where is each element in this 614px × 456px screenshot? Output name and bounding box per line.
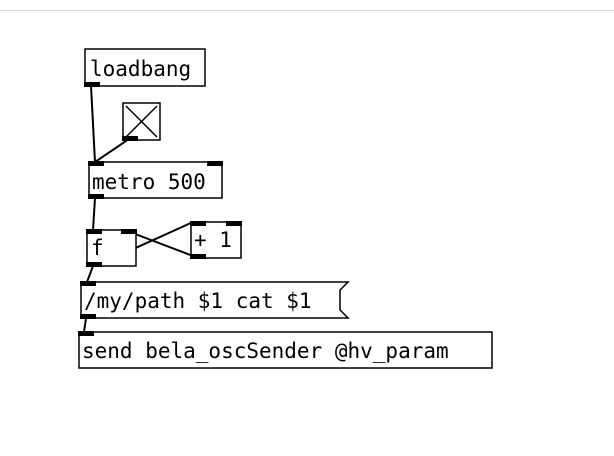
loadbang-object[interactable]: loadbang bbox=[84, 48, 206, 87]
outlet[interactable] bbox=[88, 194, 104, 199]
inlet[interactable] bbox=[88, 161, 104, 166]
metro-object[interactable]: metro 500 bbox=[88, 161, 223, 199]
outlet[interactable] bbox=[84, 82, 100, 87]
outlet[interactable] bbox=[86, 262, 102, 267]
send-object[interactable]: send bela_oscSender @hv_param bbox=[78, 331, 493, 369]
inlet[interactable] bbox=[190, 221, 206, 226]
inlet[interactable] bbox=[121, 229, 137, 234]
connection-metro-float[interactable] bbox=[92, 197, 96, 231]
plus-label: + 1 bbox=[194, 228, 232, 252]
outlet[interactable] bbox=[190, 254, 206, 259]
path-message-label: /my/path $1 cat $1 bbox=[84, 289, 312, 313]
float-label: f bbox=[91, 236, 104, 260]
toggle[interactable] bbox=[122, 102, 161, 141]
connection-loadbang-metro[interactable] bbox=[90, 85, 96, 163]
path-message-box[interactable]: /my/path $1 cat $1 bbox=[80, 281, 350, 319]
outlet[interactable] bbox=[122, 136, 138, 141]
metro-label: metro 500 bbox=[92, 170, 206, 194]
inlet[interactable] bbox=[78, 331, 94, 336]
send-label: send bela_oscSender @hv_param bbox=[82, 339, 449, 363]
connection-message-send[interactable] bbox=[83, 317, 87, 333]
connection-float-message[interactable] bbox=[86, 265, 94, 283]
inlet[interactable] bbox=[80, 281, 96, 286]
float-object[interactable]: f bbox=[86, 229, 137, 267]
connection-float-plus[interactable] bbox=[129, 231, 194, 257]
canvas-top-border bbox=[0, 10, 614, 11]
inlet[interactable] bbox=[226, 221, 242, 226]
outlet[interactable] bbox=[80, 314, 96, 319]
inlet[interactable] bbox=[86, 229, 102, 234]
plus-object[interactable]: + 1 bbox=[190, 221, 242, 259]
loadbang-label: loadbang bbox=[90, 57, 191, 81]
inlet[interactable] bbox=[207, 161, 223, 166]
toggle-x-mark bbox=[125, 105, 158, 138]
connection-toggle-metro[interactable] bbox=[94, 138, 130, 163]
